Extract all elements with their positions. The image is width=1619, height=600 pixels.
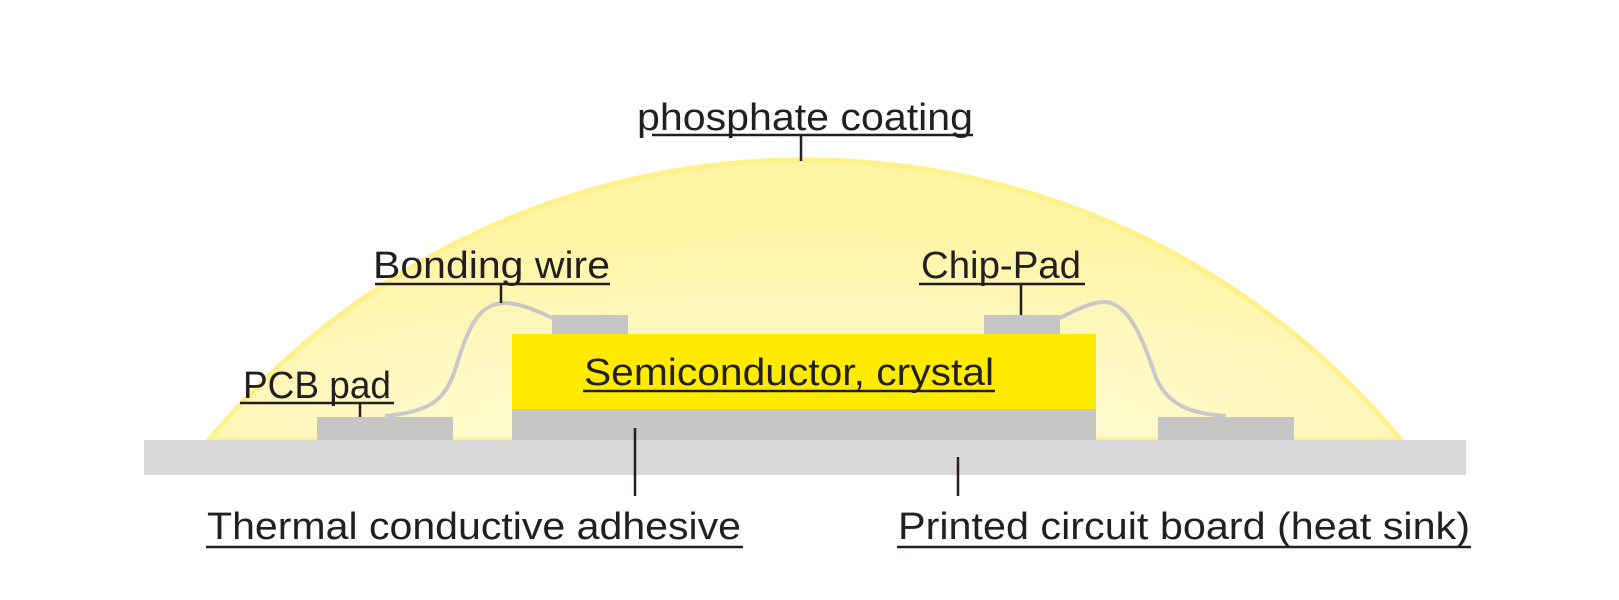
pcb-pad-left — [317, 417, 453, 440]
bonding-wire-left — [384, 300, 553, 418]
phosphate-coating-dome — [203, 157, 1407, 443]
label-semiconductor-crystal: Semiconductor, crystal — [584, 352, 994, 394]
label-thermal-adhesive: Thermal conductive adhesive — [207, 506, 741, 548]
label-chip-pad: Chip-Pad — [921, 245, 1081, 287]
chip-pad-right — [984, 315, 1060, 334]
chip-pad-left — [552, 315, 628, 334]
label-pcb-pad: PCB pad — [243, 365, 391, 407]
semiconductor-crystal — [512, 334, 1096, 409]
printed-circuit-board — [144, 440, 1466, 475]
thermal-adhesive-layer — [512, 409, 1096, 440]
bonding-wire-right — [1059, 299, 1227, 418]
pcb-pad-right — [1158, 417, 1294, 440]
label-phosphate-coating: phosphate coating — [637, 97, 973, 139]
label-bonding-wire: Bonding wire — [373, 245, 610, 287]
label-printed-circuit-board: Printed circuit board (heat sink) — [898, 506, 1470, 548]
